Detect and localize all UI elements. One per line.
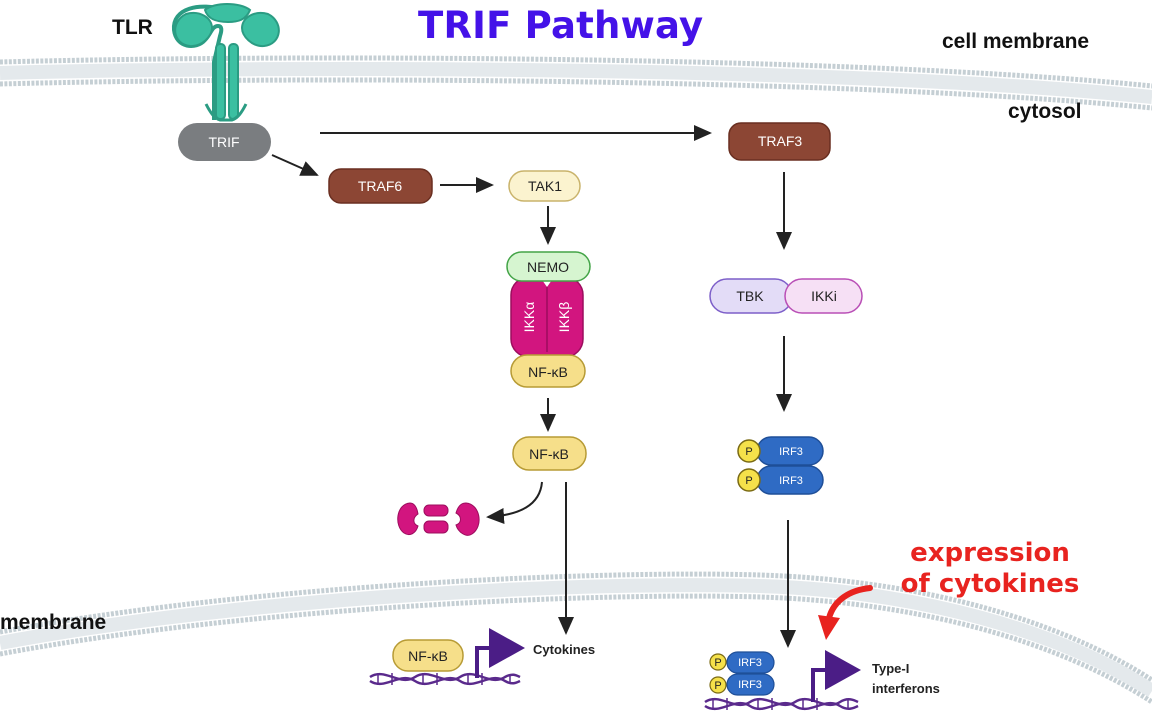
degraded-ikk-icon [397,502,480,536]
phospho-bottom-label: P [745,475,752,487]
node-nfkb-nucleus [392,639,464,672]
node-traf6-label: TRAF6 [358,178,403,194]
cell-membrane [0,55,1152,111]
nfkb-gene-expression: NF-κB Cytokines [369,628,595,686]
tlr-receptor-icon [171,3,280,122]
node-tak1-label: TAK1 [528,178,562,194]
node-ikk-beta-label: IKKβ [556,302,572,333]
tbk-ikki-complex: TBK IKKi [709,278,863,314]
node-nfkb-complex-label: NF-κB [528,364,568,380]
phospho-bottom [737,468,761,492]
label-cell-membrane: cell membrane [942,30,1090,53]
irf3-dimer: IRF3 IRF3 P P [737,436,824,495]
expression-note-line2: of cytokines [900,569,1080,599]
tss-arrow-interferons [811,650,861,702]
node-irf3-top-label: IRF3 [779,446,803,458]
pathway-arrows [271,125,796,648]
node-traf6: TRAF6 [328,168,433,204]
node-traf3: TRAF3 [728,122,831,161]
arrow-trif-to-traf6 [271,154,319,176]
node-ikk-alpha-label: IKKα [521,302,537,333]
node-trif-label: TRIF [208,134,239,150]
node-tak1: TAK1 [508,170,581,202]
node-ikki-label: IKKi [811,288,837,304]
label-nuclear-membrane: membrane [0,611,107,634]
output-cytokines: Cytokines [533,642,595,657]
expression-arrow-icon [818,585,873,640]
arrow-nfkb-to-degradation [486,481,543,524]
node-trif: TRIF [178,123,271,161]
label-tlr: TLR [112,16,153,39]
irf3-gene-expression: IRF3 IRF3 P P Type-I interferons [704,650,940,711]
phospho-nuc-top-label: P [714,657,721,669]
node-nfkb-complex [510,354,586,388]
expression-note-line1: expression [910,538,1070,568]
page-title: TRIF Pathway [418,4,704,47]
node-nemo [506,251,591,282]
node-nfkb-nucleus-label: NF-κB [408,648,448,664]
output-type1-line1: Type-I [872,661,909,676]
node-nemo-label: NEMO [527,259,569,275]
phospho-top-label: P [745,446,752,458]
phospho-nuc-bottom-label: P [714,680,721,692]
node-ikki [784,278,863,314]
node-tbk-label: TBK [736,288,764,304]
node-irf3-nuc-bottom-label: IRF3 [738,679,762,691]
tss-arrow-cytokines [475,628,525,678]
node-traf3-label: TRAF3 [758,133,803,149]
node-irf3-nuc-top-label: IRF3 [738,657,762,669]
phospho-top [737,439,761,463]
node-irf3-bottom-label: IRF3 [779,475,803,487]
label-cytosol: cytosol [1008,100,1082,123]
node-nfkb-free-label: NF-κB [529,446,569,462]
ikk-complex: IKKα IKKβ NEMO NF-κB [506,251,591,388]
expression-note: expression of cytokines [880,538,1100,600]
output-type1-line2: interferons [872,681,940,696]
node-nfkb-free: NF-κB [512,436,587,471]
nuclear-membrane [0,571,1152,705]
